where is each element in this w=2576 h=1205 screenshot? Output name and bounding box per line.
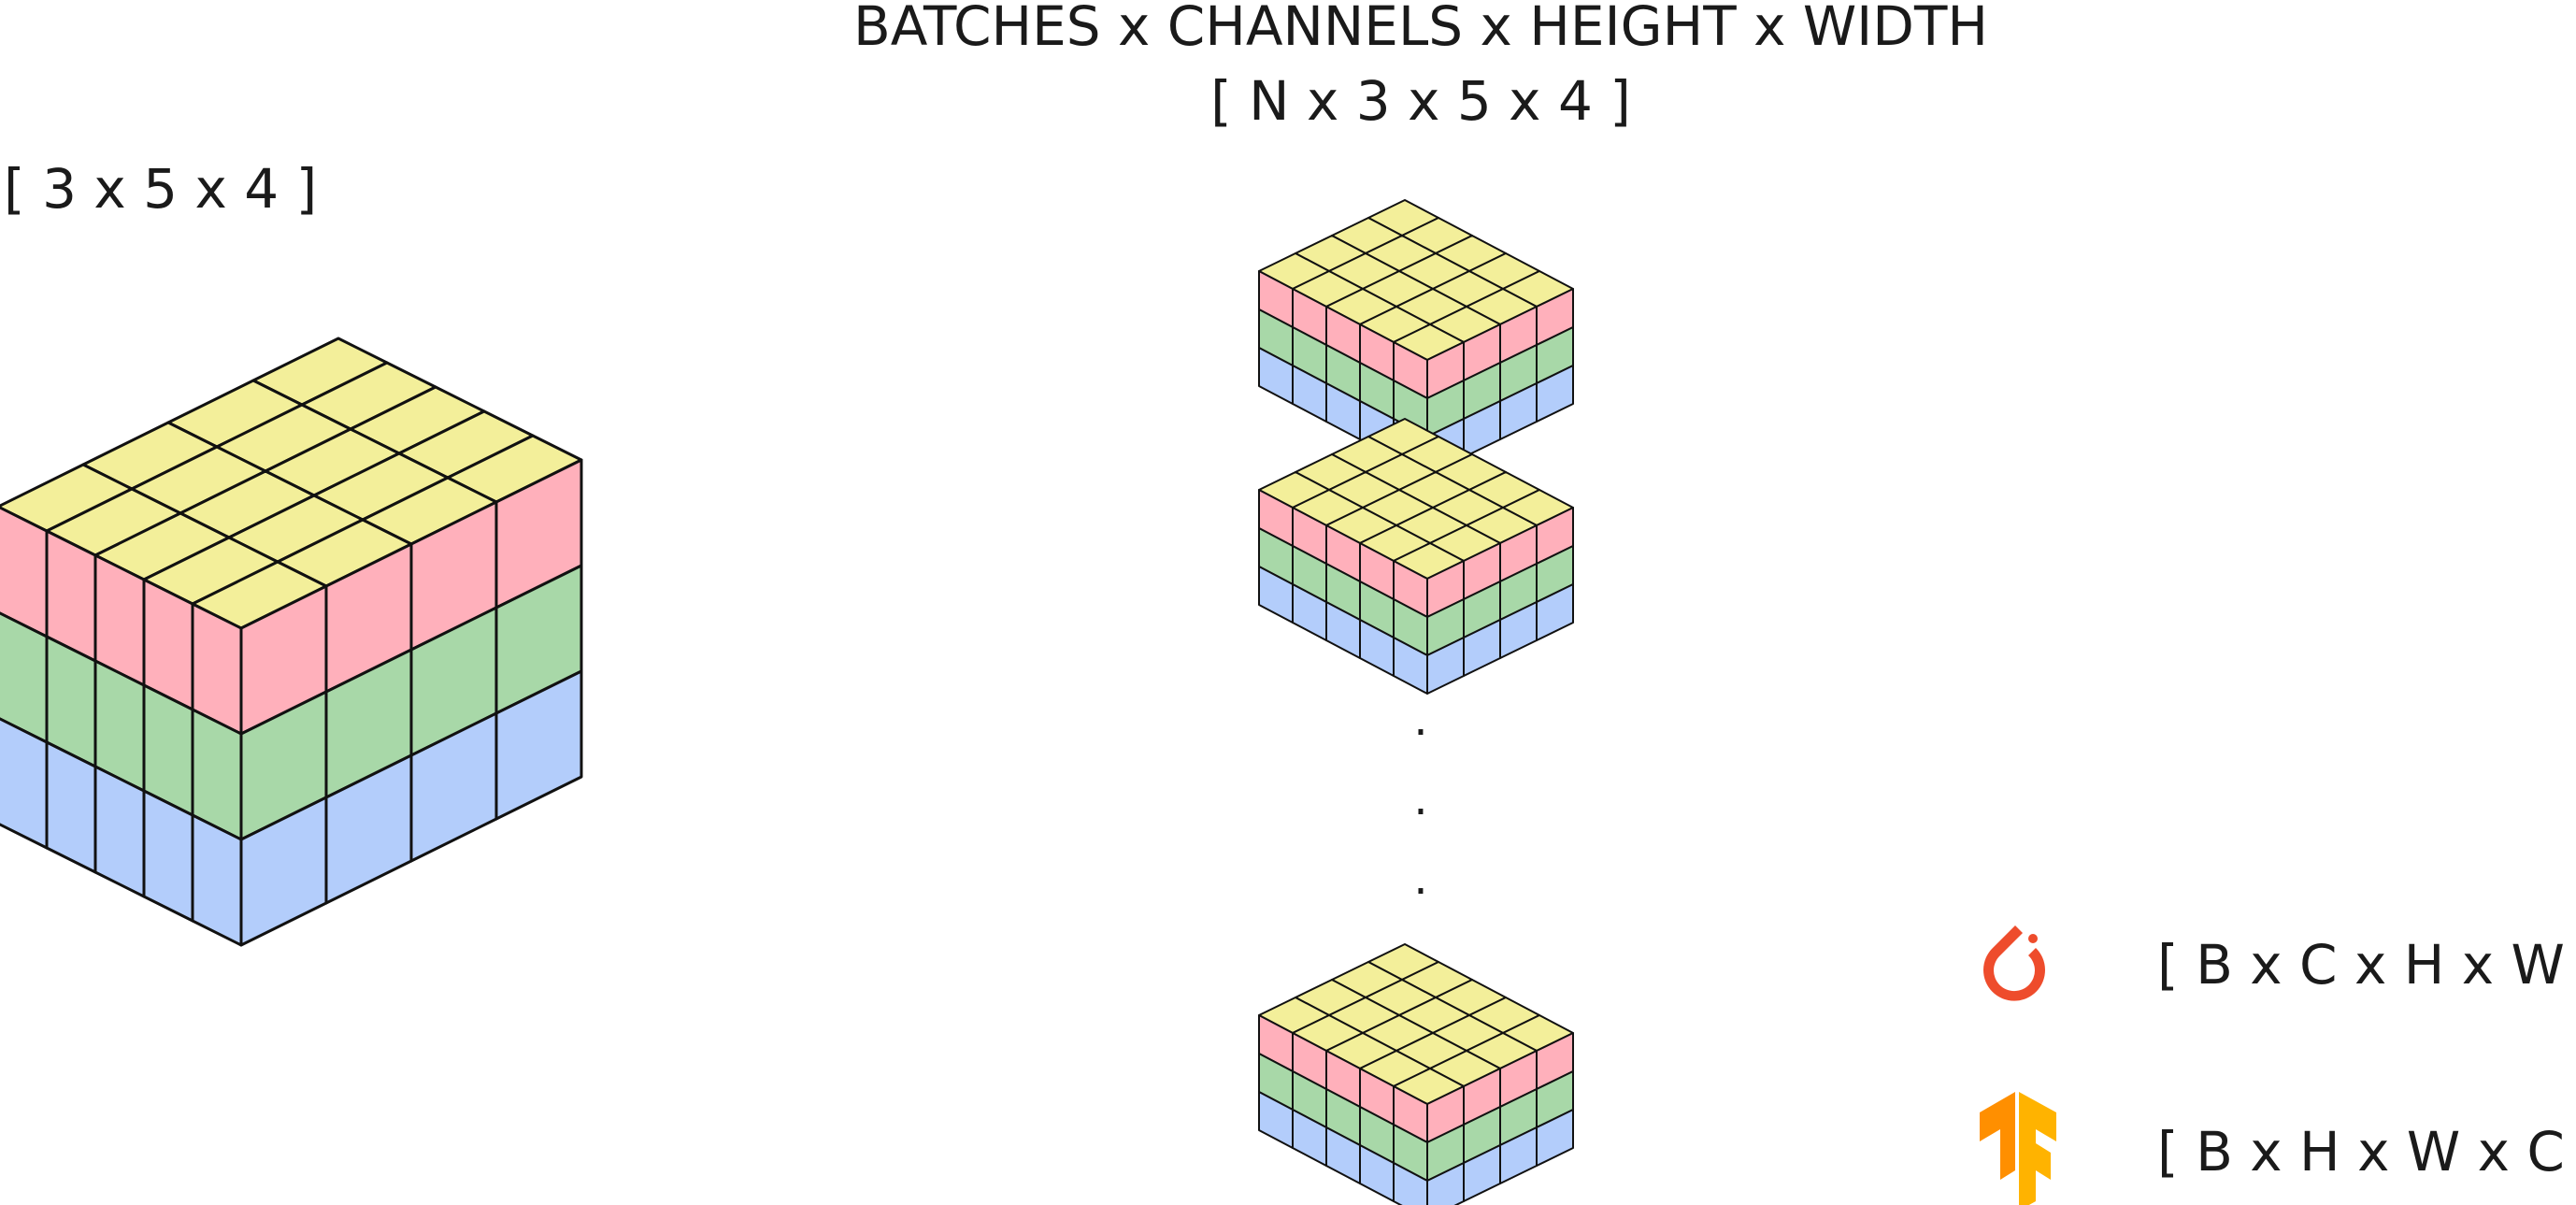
channel-3-cell (239, 796, 328, 947)
batch-tensor-2 (1258, 418, 1574, 695)
channel-3-cell (1426, 1162, 1465, 1205)
tensorflow-icon (1980, 1092, 2056, 1205)
channel-3-cell (45, 740, 97, 874)
pytorch-icon (1983, 925, 2045, 1001)
ellipsis-dot: · (1413, 786, 1427, 839)
diagram-title: BATCHES x CHANNELS x HEIGHT x WIDTH (853, 0, 1988, 58)
channel-3-cell (191, 813, 243, 947)
channel-3-cell (0, 717, 49, 850)
batch-tensor-last (1258, 943, 1574, 1205)
channel-3-cell (142, 789, 194, 923)
channel-3-cell (1426, 637, 1465, 695)
ellipsis-dot: · (1413, 707, 1427, 759)
single-tensor-label: [ 3 x 5 x 4 ] (4, 157, 317, 221)
ellipsis-dot: · (1413, 866, 1427, 918)
tensorflow-format-label: [ B x H x W x C ] (2157, 1120, 2576, 1183)
pytorch-format-label: [ B x C x H x W ] (2157, 933, 2576, 997)
diagram-subtitle: [ N x 3 x 5 x 4 ] (1210, 69, 1631, 133)
single-tensor-cube (0, 337, 583, 947)
channel-3-cell (93, 765, 146, 898)
channel-3-cell (1393, 1162, 1428, 1205)
